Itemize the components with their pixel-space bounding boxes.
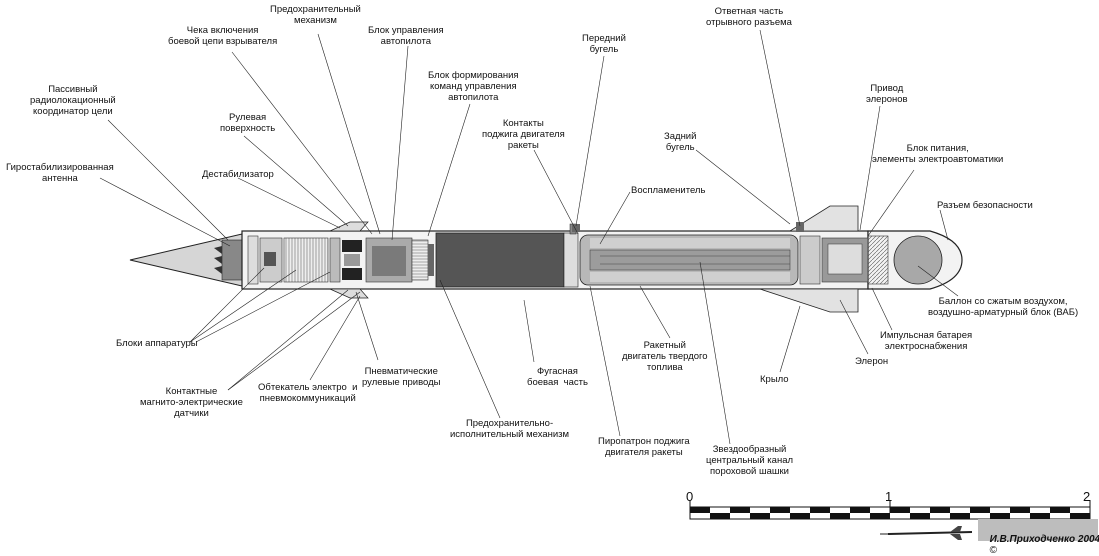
wing-top [788,205,859,232]
label-autopilot-command-unit: Блок формирования команд управления авто… [428,70,519,103]
scale-bar [689,500,1091,520]
label-aileron-drive: Привод элеронов [866,83,908,105]
label-fairing: Обтекатель электро и пневмокоммуникаций [258,382,358,404]
copyright-mark: © [989,545,997,556]
label-umbilical-mate: Ответная часть отрывного разъема [706,6,792,28]
rear-lug-shape [796,222,804,232]
scale-segment [890,507,910,513]
label-star-channel: Звездообразный центральный канал порохов… [706,444,794,477]
equipment-section [247,235,362,285]
scale-segment [690,507,710,513]
label-motor-ignition-contacts: Контакты поджига двигателя ракеты [482,118,565,151]
label-autopilot-unit: Блок управления автопилота [368,25,444,47]
label-rocket-motor: Ракетный двигатель твердого топлива [622,340,708,373]
rocket-motor-shape [579,234,799,286]
front-fin-top [329,221,369,232]
front-lug-shape [572,224,580,232]
scale-segment [870,513,890,519]
scale-tick-0: 0 [686,489,694,504]
scale-segment [730,507,750,513]
warhead-shape [435,232,565,288]
scale-segment [970,507,990,513]
scale-segment [910,513,930,519]
label-wing: Крыло [760,374,789,385]
front-fin-bottom [329,288,369,299]
scale-segment [750,513,770,519]
air-bottle-shape [893,235,943,285]
label-rear-lug: Задний бугель [664,131,697,153]
scale-segment [1030,513,1050,519]
label-air-bottle: Баллон со сжатым воздухом, воздушно-арма… [928,296,1079,318]
label-igniter-squib: Пиропатрон поджига двигателя ракеты [598,436,690,458]
label-control-surface: Рулевая поверхность [220,112,276,134]
label-pneumatic-actuators: Пневматические рулевые приводы [362,366,441,388]
label-safety-connector: Разъем безопасности [937,200,1033,211]
label-impulse-battery: Импульсная батарея электроснабжения [880,330,973,352]
wing-bottom [759,288,859,313]
missile-diagram [99,29,1098,541]
scale-tick-2: 2 [1083,489,1091,504]
leader-lines [99,29,959,445]
label-safety-arming-device: Предохранительно- исполнительный механиз… [450,418,570,440]
signature-box [978,519,1098,541]
scale-segment [950,513,970,519]
label-contact-sensors: Контактные магнито-электрические датчики [140,386,243,419]
scale-segment [850,507,870,513]
scale-tick-1: 1 [885,489,893,504]
scale-segment [790,513,810,519]
scale-segment [1070,513,1090,519]
mini-missile-icon [880,526,973,540]
label-equipment-blocks: Блоки аппаратуры [116,338,198,349]
scale-segment [710,513,730,519]
label-warhead: Фугасная боевая часть [527,366,588,388]
label-front-lug: Передний бугель [582,33,626,55]
missile-body [129,205,963,313]
scale-segment [810,507,830,513]
signature-text: И.В.Приходченко 2004 [989,534,1099,545]
scale-segment [770,507,790,513]
autopilot-section [365,237,434,283]
rear-section [799,235,943,285]
scale-segment [1010,507,1030,513]
label-arming-pin: Чека включения боевой цепи взрывателя [168,25,278,47]
label-igniter: Воспламенитель [631,185,706,196]
scale-segment [1050,507,1070,513]
label-power-unit: Блок питания, элементы электроавтоматики [872,143,1004,165]
label-passive-radar-seeker: Пассивный радиолокационный координатор ц… [30,84,116,117]
label-destabilizer: Дестабилизатор [202,169,274,180]
label-fuse-mechanism: Предохранительный механизм [270,4,361,26]
scale-segment [830,513,850,519]
label-gyro-antenna: Гиростабилизированная антенна [6,162,114,184]
label-aileron: Элерон [855,356,889,367]
scale-segment [930,507,950,513]
scale-segment [990,513,1010,519]
author-signature: И.В.Приходченко 2004 © [984,523,1099,556]
